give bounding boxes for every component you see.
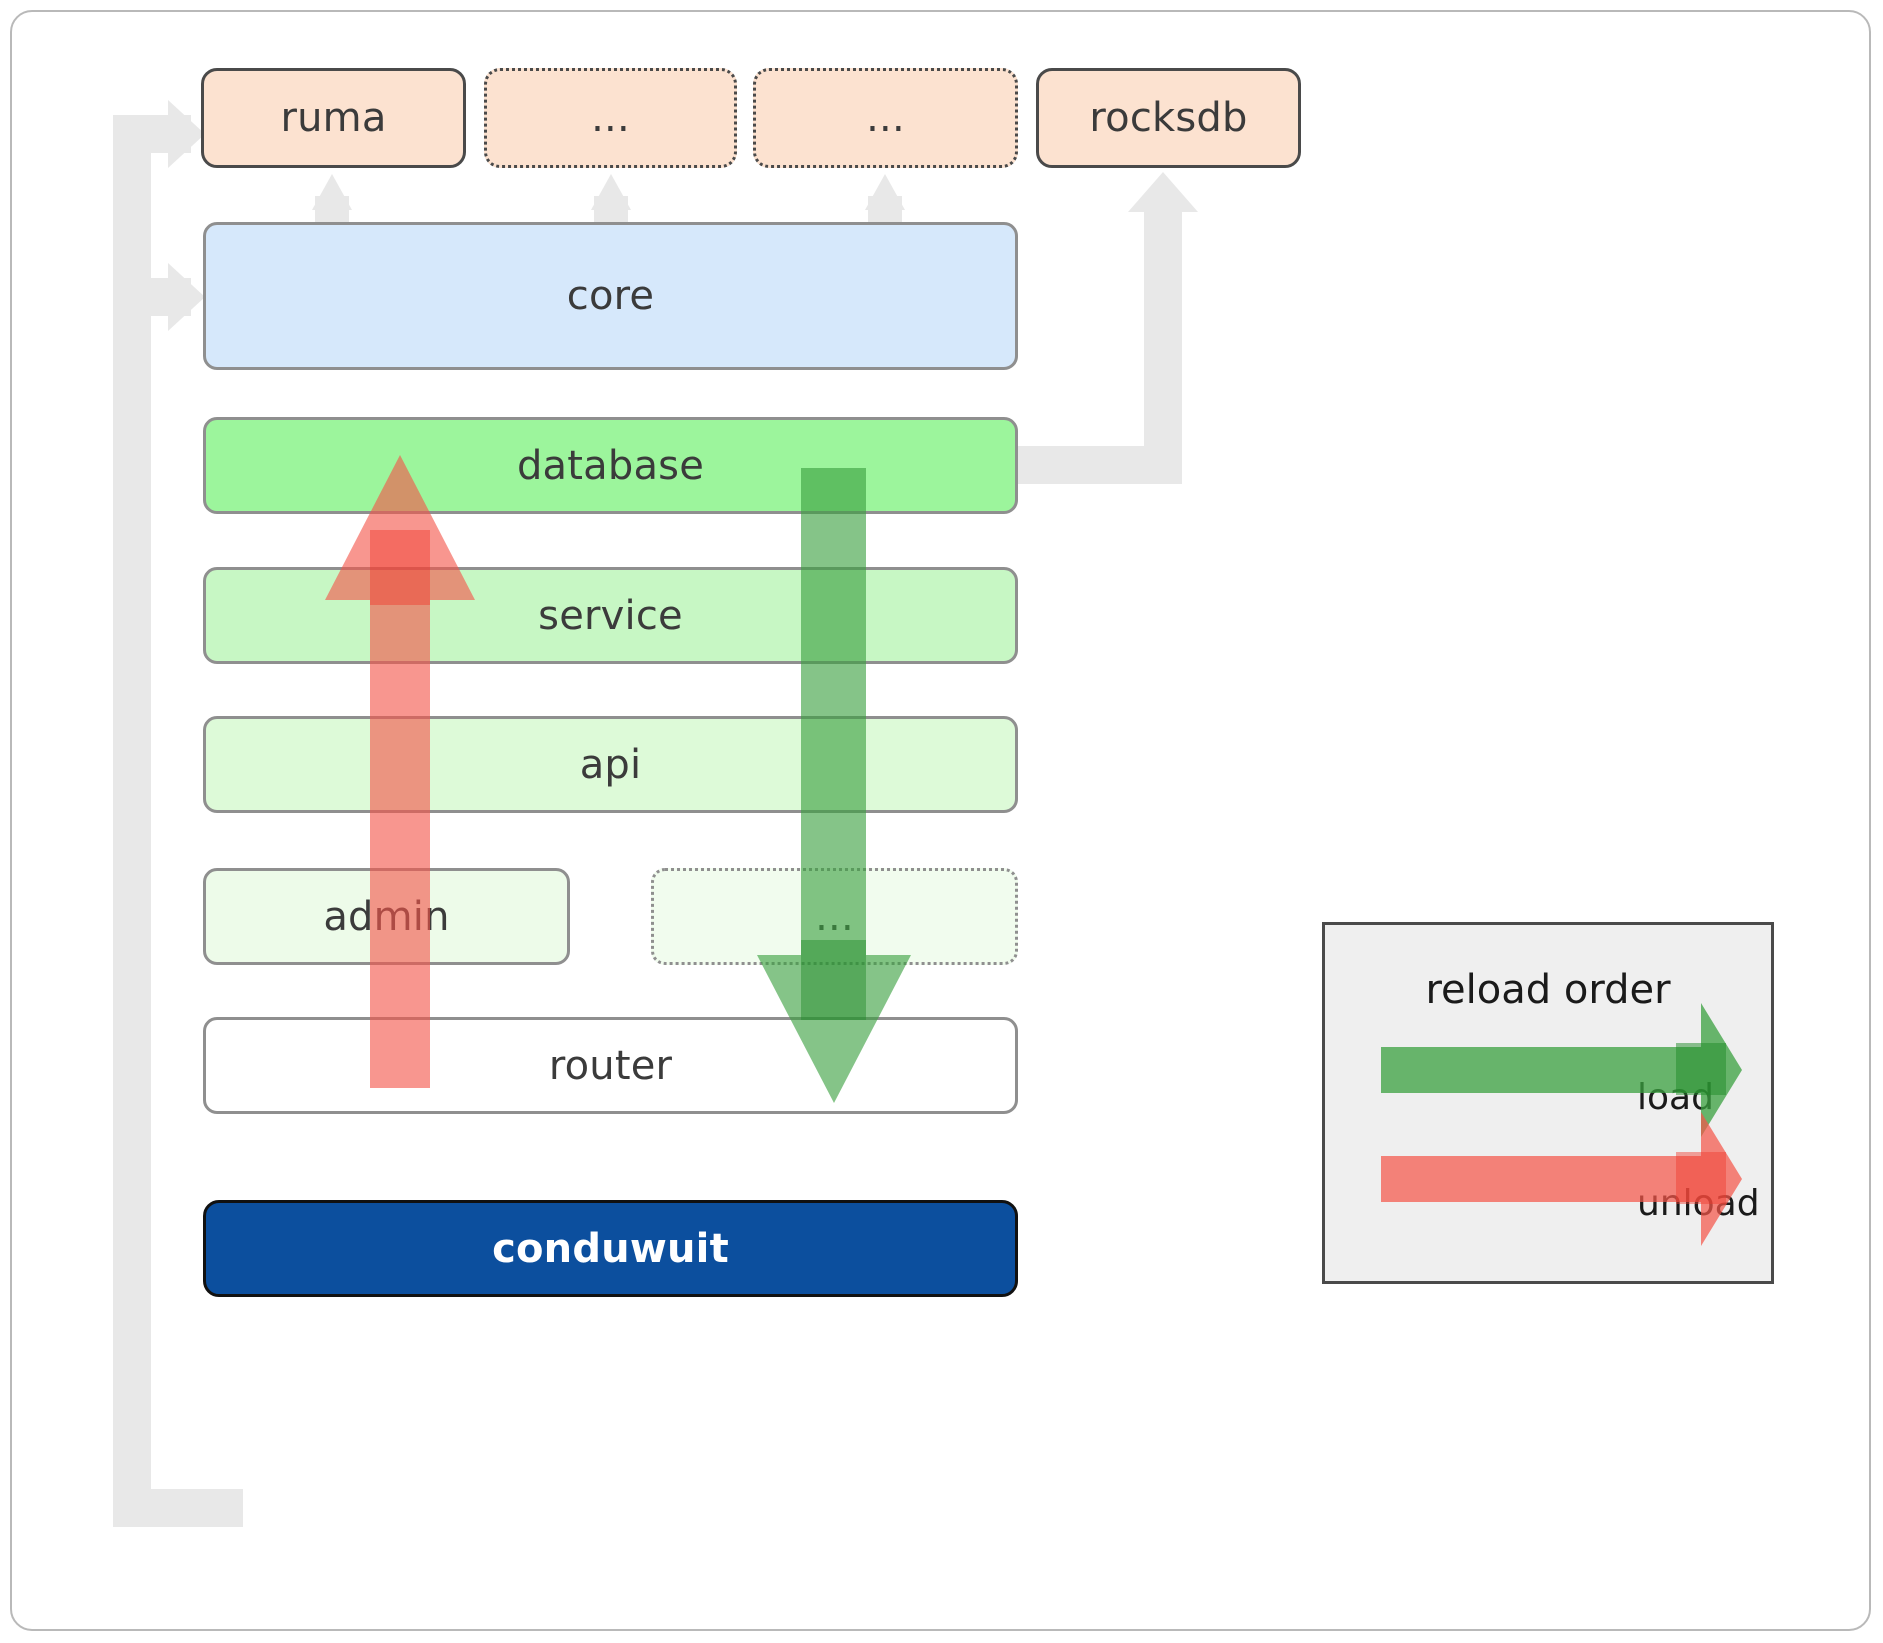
node-api-label: api bbox=[579, 741, 642, 788]
node-admin[interactable]: admin bbox=[203, 868, 570, 965]
node-dots-2[interactable]: ... bbox=[753, 68, 1018, 168]
node-service[interactable]: service bbox=[203, 567, 1018, 664]
node-database-label: database bbox=[516, 442, 705, 489]
node-dots-3-label: ... bbox=[815, 893, 854, 940]
node-dots-2-label: ... bbox=[866, 95, 905, 141]
node-ruma[interactable]: ruma bbox=[201, 68, 466, 168]
node-conduwuit[interactable]: conduwuit bbox=[203, 1200, 1018, 1297]
node-rocksdb-label: rocksdb bbox=[1089, 95, 1248, 141]
node-dots-3[interactable]: ... bbox=[651, 868, 1018, 965]
node-admin-label: admin bbox=[323, 893, 450, 940]
legend-label-unload: unload bbox=[1637, 1183, 1760, 1224]
legend-panel: reload order load unload bbox=[1322, 922, 1774, 1284]
node-ruma-label: ruma bbox=[280, 95, 387, 141]
node-core[interactable]: core bbox=[203, 222, 1018, 370]
node-router-label: router bbox=[548, 1042, 673, 1089]
node-router[interactable]: router bbox=[203, 1017, 1018, 1114]
node-api[interactable]: api bbox=[203, 716, 1018, 813]
legend-label-load: load bbox=[1637, 1077, 1714, 1118]
legend-title: reload order bbox=[1425, 967, 1671, 1013]
node-database[interactable]: database bbox=[203, 417, 1018, 514]
node-conduwuit-label: conduwuit bbox=[492, 1225, 729, 1272]
node-dots-1-label: ... bbox=[591, 95, 630, 141]
node-service-label: service bbox=[538, 592, 683, 639]
node-core-label: core bbox=[566, 273, 655, 319]
node-dots-1[interactable]: ... bbox=[484, 68, 737, 168]
node-rocksdb[interactable]: rocksdb bbox=[1036, 68, 1301, 168]
